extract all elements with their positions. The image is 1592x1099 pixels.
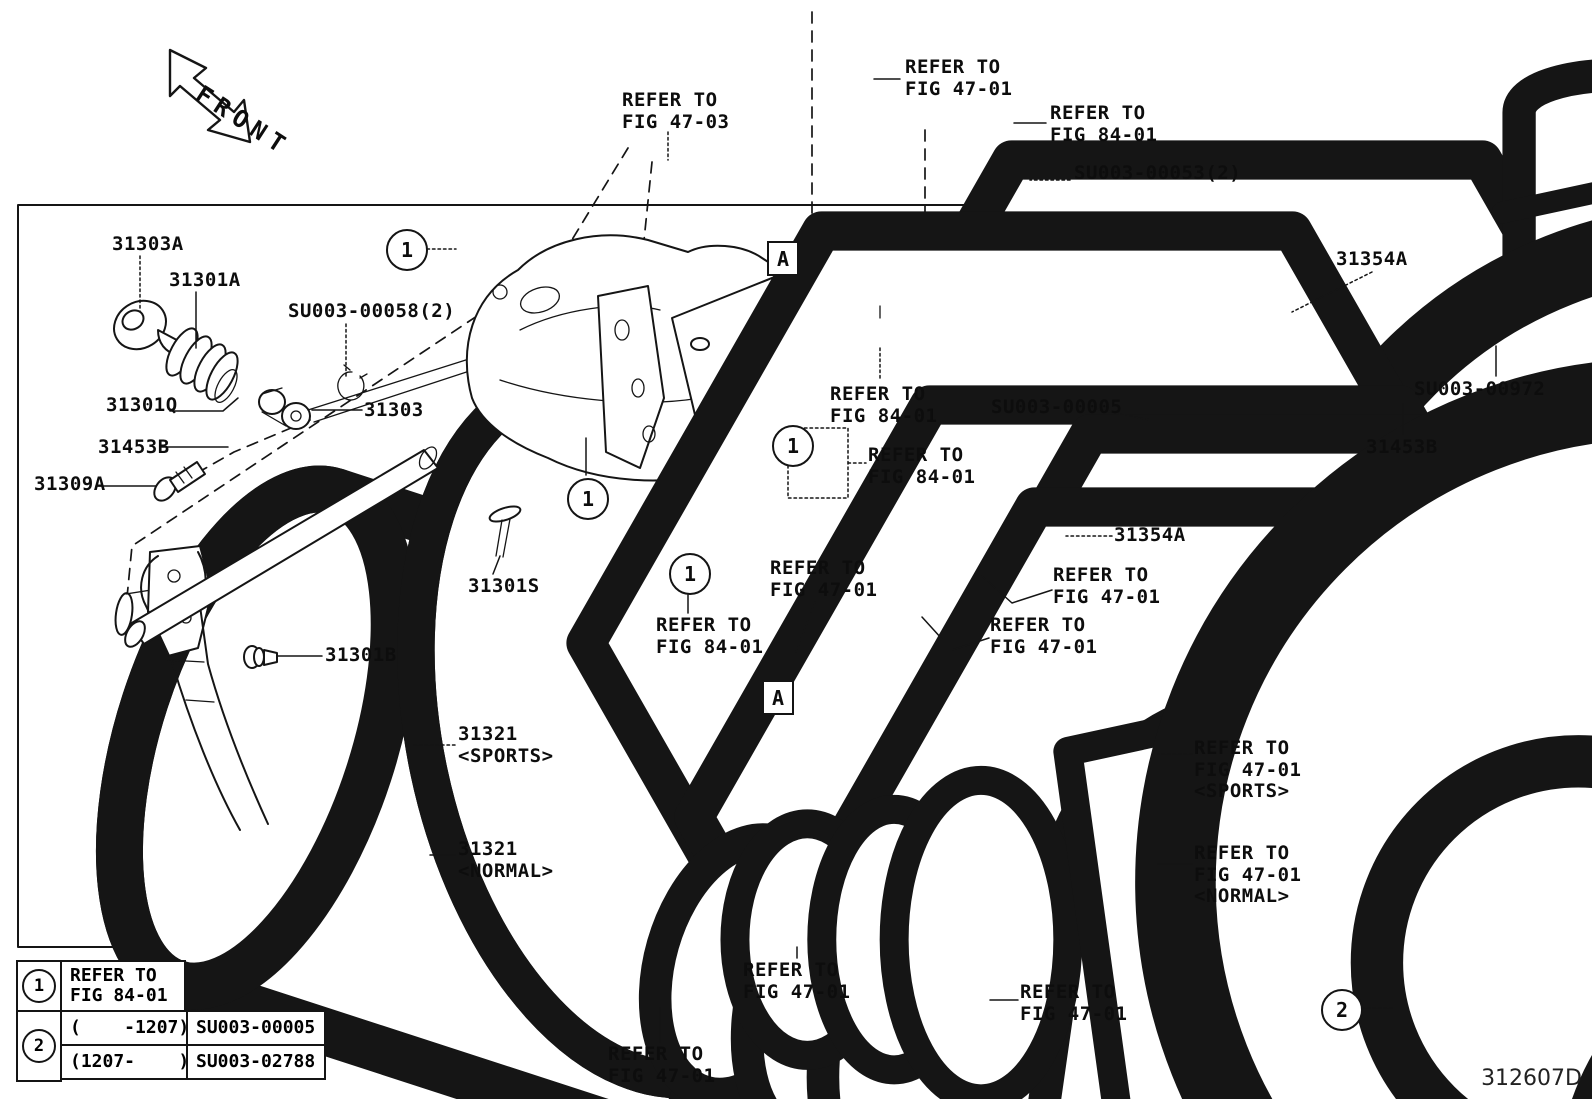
leader-lines <box>95 78 1497 1043</box>
legend-part-1: SU003-00005 <box>196 1017 316 1038</box>
part-label-31303: 31303 <box>364 399 424 421</box>
part-label-refer-fig-47-01-pedal: REFER TO FIG 47-01 <box>770 557 878 601</box>
part-label-31321-sports: 31321 <SPORTS> <box>458 723 554 767</box>
part-label-31301q: 31301Q <box>106 394 178 416</box>
legend-range-2: (1207- ) <box>70 1051 190 1072</box>
part-label-refer-fig-84-01-switch2: REFER TO FIG 84-01 <box>656 614 764 658</box>
pin-31301s <box>488 505 522 558</box>
pedal-shaft-tube-left <box>124 446 439 648</box>
legend-circled-2: 2 <box>22 1029 56 1063</box>
callout-circled-1-3: 1 <box>669 553 711 595</box>
part-label-31301a: 31301A <box>169 269 241 291</box>
part-label-refer-fig-47-01-bottom-center: REFER TO FIG 47-01 <box>743 959 851 1003</box>
part-label-su003-00058: SU003-00058(2) <box>288 300 456 322</box>
part-label-refer-fig-84-01-switch: REFER TO FIG 84-01 <box>868 444 976 488</box>
part-label-refer-fig-47-01-sports: REFER TO FIG 47-01 <SPORTS> <box>1194 737 1302 802</box>
legend-part-2-cell: SU003-02788 <box>186 1044 326 1080</box>
legend-circled-1: 1 <box>22 969 56 1003</box>
callout-boxed-A-1: A <box>762 680 794 715</box>
bolt-31309a <box>153 461 206 502</box>
callout-boxed-A-0: A <box>767 241 799 276</box>
snap-ring-su003-00058 <box>337 364 368 401</box>
part-label-refer-fig-47-01-normal: REFER TO FIG 47-01 <NORMAL> <box>1194 842 1302 907</box>
part-label-31321-normal: 31321 <NORMAL> <box>458 838 554 882</box>
part-label-31303a: 31303A <box>112 233 184 255</box>
part-label-refer-fig-84-01-top: REFER TO FIG 84-01 <box>1050 102 1158 146</box>
legend-part-2: SU003-02788 <box>196 1051 316 1072</box>
figure-code: 312607D <box>1481 1066 1582 1091</box>
legend-range-1: ( -1207) <box>70 1017 190 1038</box>
grommet <box>879 305 1592 1099</box>
rivet-31301b <box>243 645 278 669</box>
part-label-31453b-right: 31453B <box>1366 436 1438 458</box>
legend-table: 1 REFER TO FIG 84-01 2 ( -1207) SU003-00… <box>16 960 326 1082</box>
spring-coil <box>165 327 239 403</box>
front-arrow-icon <box>168 48 252 144</box>
front-direction-indicator: FRONT <box>148 36 378 186</box>
callout-circled-1-0: 1 <box>386 229 428 271</box>
callout-circled-1-1: 1 <box>567 478 609 520</box>
part-label-31354a-mid: 31354A <box>1114 524 1186 546</box>
legend-row1-text: REFER TO FIG 84-01 <box>70 965 168 1006</box>
part-label-refer-fig-47-01-top: REFER TO FIG 47-01 <box>905 56 1013 100</box>
part-label-31354a-top: 31354A <box>1336 248 1408 270</box>
legend-range-1-cell: ( -1207) <box>60 1010 189 1046</box>
legend-row1-number-cell: 1 <box>16 960 62 1012</box>
part-label-refer-fig-84-01-grommet: REFER TO FIG 84-01 <box>830 383 938 427</box>
part-label-31301b: 31301B <box>325 644 397 666</box>
legend-range-2-cell: (1207- ) <box>60 1044 189 1080</box>
part-label-su003-00972: SU003-00972 <box>1414 378 1546 400</box>
part-label-31309a: 31309A <box>34 473 106 495</box>
part-label-31453b-left: 31453B <box>98 436 170 458</box>
clevis-31303 <box>258 387 311 430</box>
part-label-refer-fig-47-03: REFER TO FIG 47-03 <box>622 89 730 133</box>
part-label-refer-fig-47-01-bush1: REFER TO FIG 47-01 <box>1053 564 1161 608</box>
part-label-refer-fig-47-01-bush2: REFER TO FIG 47-01 <box>990 614 1098 658</box>
part-label-refer-fig-47-01-clip: REFER TO FIG 47-01 <box>1020 981 1128 1025</box>
legend-row2-number-cell: 2 <box>16 1010 62 1082</box>
callout-circled-2-4: 2 <box>1321 989 1363 1031</box>
part-label-refer-fig-47-01-bottom-left: REFER TO FIG 47-01 <box>608 1043 716 1087</box>
legend-row1-text-cell: REFER TO FIG 84-01 <box>60 960 186 1012</box>
part-label-su003-00053: SU003-00053(2) <box>1074 162 1242 184</box>
callout-circled-1-2: 1 <box>772 425 814 467</box>
part-label-31301s: 31301S <box>468 575 540 597</box>
part-label-su003-00005: SU003-00005 <box>991 396 1123 418</box>
legend-part-1-cell: SU003-00005 <box>186 1010 326 1046</box>
